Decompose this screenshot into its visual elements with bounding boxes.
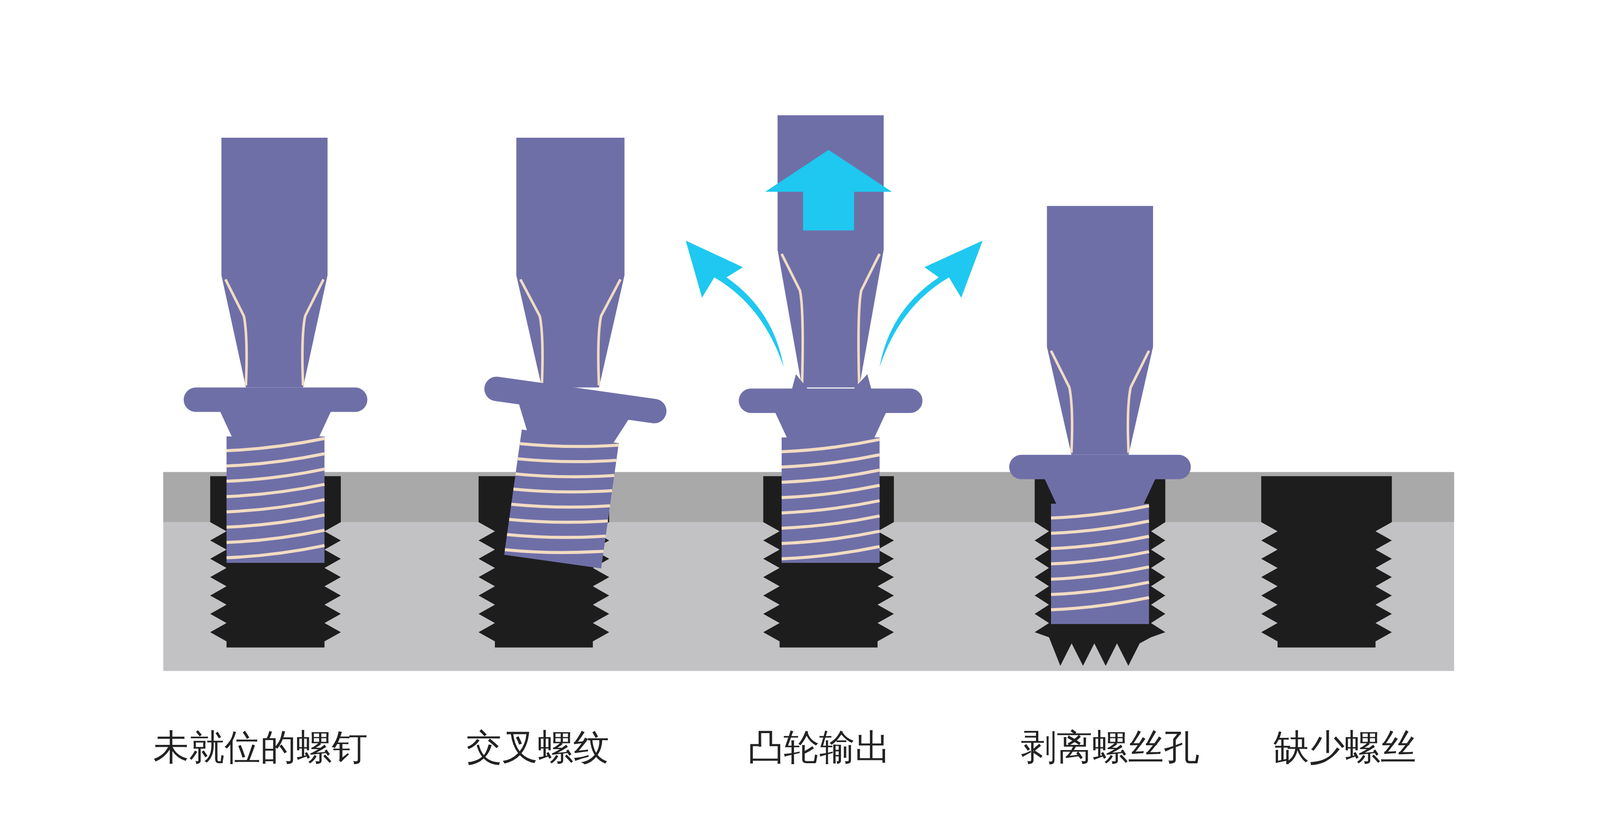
screwdriver — [221, 137, 328, 388]
caption-label: 交叉螺纹 — [466, 723, 610, 773]
caption-label: 凸轮输出 — [747, 723, 891, 773]
caption-label: 缺少螺丝 — [1273, 723, 1417, 773]
caption-label: 剥离螺丝孔 — [1020, 723, 1200, 773]
screw — [1009, 454, 1191, 625]
caption-label: 未就位的螺钉 — [153, 723, 368, 773]
pull-out-arrows — [685, 149, 983, 368]
screwdriver — [516, 137, 625, 388]
threaded-hole — [1034, 476, 1166, 667]
screw — [738, 374, 923, 563]
screw — [183, 387, 368, 564]
screw — [461, 375, 668, 575]
screwdriver — [1046, 205, 1153, 455]
threaded-hole — [1261, 476, 1392, 648]
